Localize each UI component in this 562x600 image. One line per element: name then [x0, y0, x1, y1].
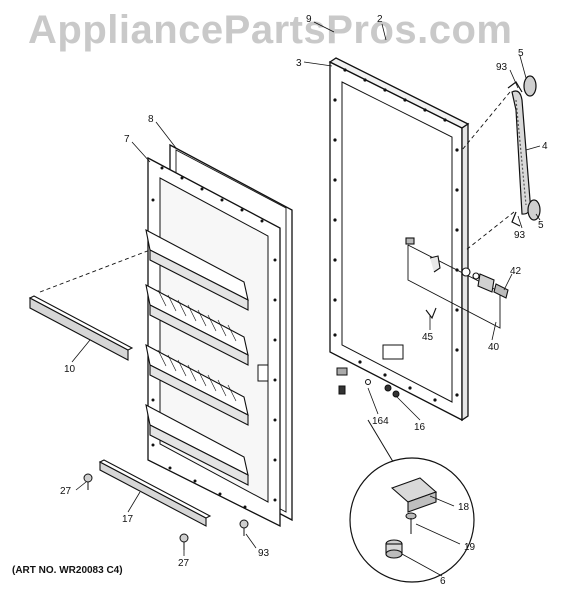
callout-93-mid: 93: [514, 230, 526, 241]
callout-93-bottom: 93: [258, 548, 270, 559]
callout-10: 10: [64, 364, 76, 375]
shelf-trim-dashed-leader: [39, 249, 151, 293]
callout-40: 40: [488, 342, 500, 353]
detail-magnifier-circle: [349, 457, 475, 583]
upper-shelf-trim-bar: [28, 295, 134, 361]
latch-assembly: [405, 237, 509, 329]
callout-16: 16: [414, 422, 426, 433]
callout-7: 7: [124, 134, 130, 145]
door-shelf-1: [145, 228, 249, 311]
callout-leaders: [71, 21, 541, 577]
callout-164: 164: [372, 416, 389, 427]
detail-bracket: [390, 477, 438, 513]
callout-45: 45: [422, 332, 434, 343]
watermark: AppliancePartsPros.com: [28, 8, 513, 52]
callout-9: 9: [306, 14, 312, 25]
callout-17: 17: [122, 514, 134, 525]
callout-5-top: 5: [518, 48, 524, 59]
callout-3: 3: [296, 58, 302, 69]
callout-2: 2: [377, 14, 383, 25]
handle-end-cap-top: [523, 75, 537, 97]
callout-93-top: 93: [496, 62, 508, 73]
door-shelf-3: [145, 343, 249, 426]
door-shelf-4: [145, 403, 249, 486]
shelf-screws: [83, 473, 249, 550]
outer-panel-screw-holes: [333, 68, 459, 402]
liner-side-tab: [257, 364, 269, 382]
door-shelf-2: [145, 283, 249, 366]
detail-screw: [405, 512, 417, 534]
callout-6: 6: [440, 576, 446, 587]
outer-door-panel: [328, 57, 470, 422]
callout-19: 19: [464, 542, 476, 553]
callout-8: 8: [148, 114, 154, 125]
callout-27-left: 27: [60, 486, 72, 497]
art-number-note: (ART NO. WR20083 C4): [12, 565, 123, 576]
door-handle: [507, 75, 541, 227]
handle-dashed-leaders: [461, 91, 515, 251]
lower-shelf-trim-bar: [98, 459, 212, 527]
callout-27-bottom: 27: [178, 558, 190, 569]
detail-leveling-foot: [385, 539, 403, 559]
callout-18: 18: [458, 502, 470, 513]
outer-panel-label-plate: [382, 344, 404, 360]
callout-4: 4: [542, 141, 548, 152]
callout-labels: 9 2 3 5 93 4 93 5 8 7 42 45 40 10 164 16…: [60, 14, 548, 587]
callout-42: 42: [510, 266, 522, 277]
callout-5-bottom: 5: [538, 220, 544, 231]
bottom-fasteners: [336, 367, 400, 398]
